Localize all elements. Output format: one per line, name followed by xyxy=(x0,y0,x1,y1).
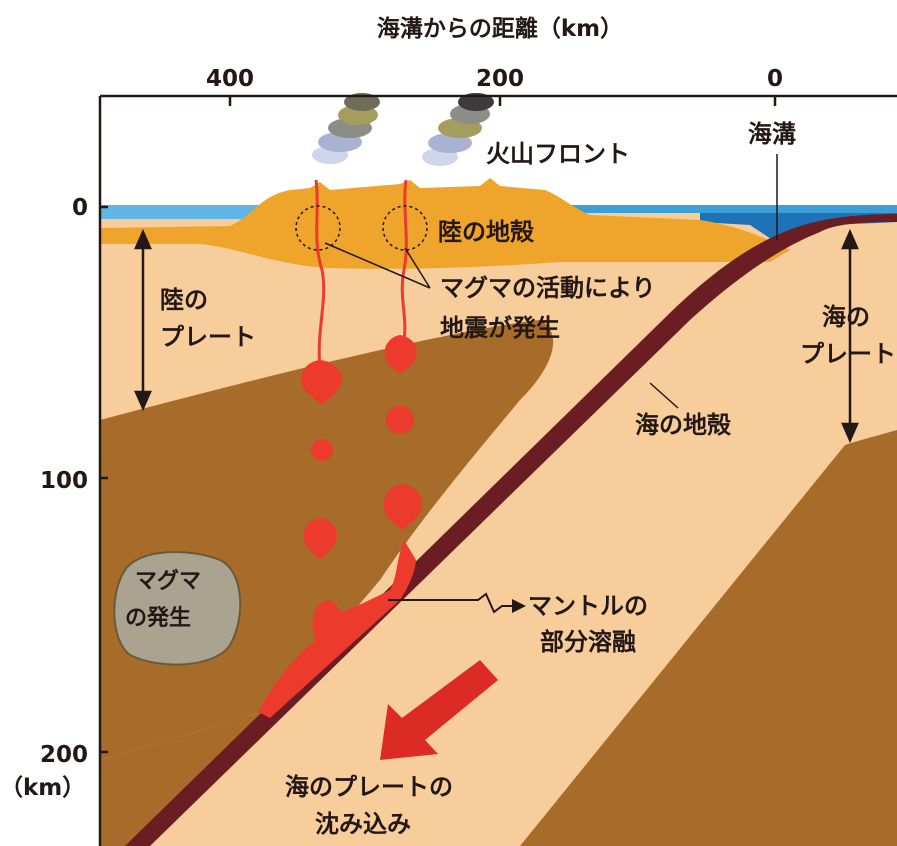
magma-conduit-left xyxy=(314,179,326,371)
oceanic-crust-label: 海の地殻 xyxy=(635,411,732,439)
thickness-arrows xyxy=(134,228,859,444)
partial-melting-arrow xyxy=(388,592,526,614)
magma-system xyxy=(258,179,422,718)
left-tick-label-100: 100 xyxy=(40,468,88,494)
trench-label: 海溝 xyxy=(748,120,796,148)
partial-melting-label-2: 部分溶融 xyxy=(540,628,636,656)
oceanic-plate-label-2: プレート xyxy=(800,340,896,368)
magma-generation-label-2: の発生 xyxy=(125,606,191,631)
volcanic-front-label: 火山フロント xyxy=(486,140,630,168)
magma-blob-4 xyxy=(311,439,333,461)
left-tick-label-0: 0 xyxy=(72,195,88,221)
ocean-surface xyxy=(540,205,897,213)
magma-melt-zone xyxy=(258,540,416,718)
magma-quake-label-2: 地震が発生 xyxy=(440,314,560,342)
continental-plate-label-2: プレート xyxy=(160,323,256,351)
magma-quake-leaders xyxy=(324,242,431,289)
subduction-arrow xyxy=(380,660,498,760)
oceanic-crust-leader xyxy=(649,382,679,409)
plume-right xyxy=(422,93,494,166)
oceanic-plate-lower xyxy=(520,430,897,846)
left-axis-unit: （km） xyxy=(0,774,85,801)
top-axis-title: 海溝からの距離（km） xyxy=(377,15,623,42)
partial-melting-label-1: マントルの xyxy=(528,592,648,620)
subduction-label-1: 海のプレートの xyxy=(285,773,453,801)
magma-quake-label-1: マグマの活動により xyxy=(440,274,656,302)
subduction-label-2: 沈み込み xyxy=(315,810,411,838)
magma-generation-label-1: マグマ xyxy=(135,568,201,594)
left-tick-label-200: 200 xyxy=(40,742,88,768)
axes xyxy=(98,94,897,846)
deep-mantle-left xyxy=(100,710,270,846)
magma-blob-3 xyxy=(386,406,414,434)
ocean-right xyxy=(700,205,897,245)
magma-blob-5 xyxy=(383,484,422,530)
quake-marker-right xyxy=(382,205,428,251)
top-tick-label-400: 400 xyxy=(206,66,254,92)
top-tick-label-200: 200 xyxy=(476,66,524,92)
oceanic-slab xyxy=(125,214,897,846)
magma-blob-1 xyxy=(301,360,342,405)
earthquake-markers xyxy=(295,205,428,251)
plume-left xyxy=(312,93,380,164)
magma-blob-6 xyxy=(303,518,337,560)
continental-crust-label: 陸の地殻 xyxy=(438,218,535,246)
magma-blob-2 xyxy=(384,335,417,374)
magma-conduit-right xyxy=(400,179,408,351)
quake-marker-left xyxy=(295,205,341,251)
continental-plate-label-1: 陸の xyxy=(160,286,208,314)
oceanic-plate-label-1: 海の xyxy=(822,303,870,331)
magma-generation-blob xyxy=(113,551,242,666)
continental-crust xyxy=(100,178,790,269)
top-tick-label-0: 0 xyxy=(767,66,783,92)
volcanic-plumes xyxy=(312,93,494,166)
